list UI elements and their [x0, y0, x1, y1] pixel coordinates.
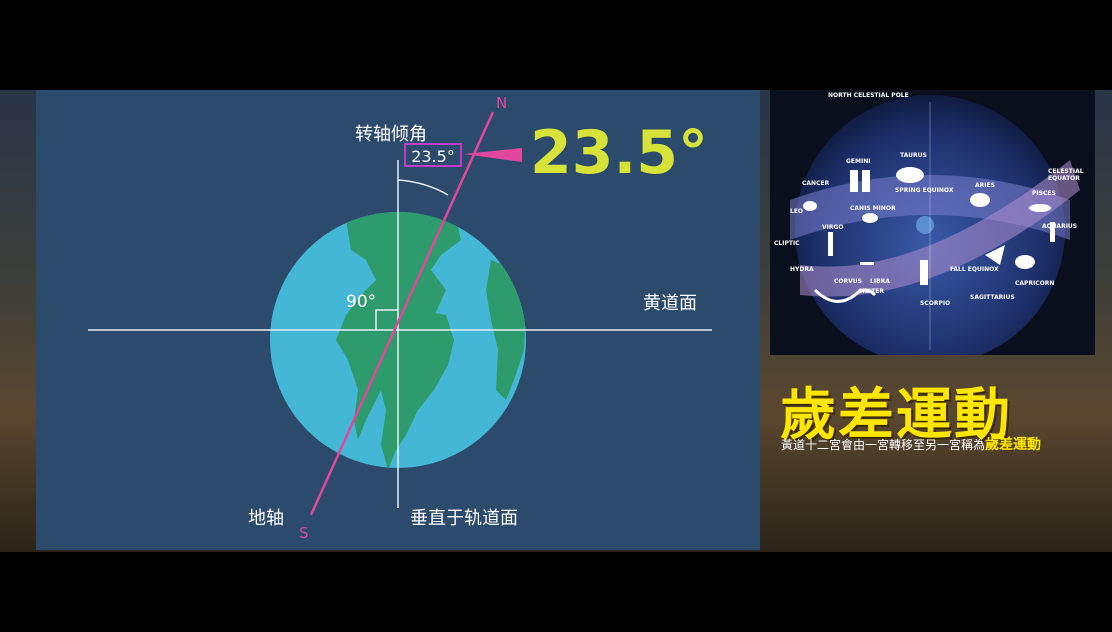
celestial-sphere-image: NORTH CELESTIAL POLE GEMINI TAURUS CANCE… [770, 90, 1095, 355]
earth-diagram-svg [88, 111, 712, 516]
precession-title: 歲差運動 [780, 383, 1012, 448]
subtitle-text: 黃道十二宮會由一宮轉移至另一宮稱為 [781, 438, 986, 452]
zodiac-label: CRATER [858, 288, 885, 295]
right-angle-marker [375, 309, 398, 330]
label-south: S [299, 524, 309, 542]
zodiac-label: LIBRA [870, 278, 890, 285]
label-earth-axis: 地轴 [248, 508, 284, 529]
zodiac-label: PISCES [1032, 190, 1056, 197]
earth-small-icon [916, 216, 934, 234]
zodiac-label: VIRGO [822, 224, 844, 231]
zodiac-label: SAGITTARIUS [970, 294, 1015, 301]
zodiac-label: CAPRICORN [1015, 280, 1055, 287]
zodiac-label: AQUARIUS [1042, 223, 1078, 230]
axial-tilt-diagram [36, 90, 760, 550]
big-angle-value: 23.5° [530, 118, 709, 188]
zodiac-label: CANIS MINOR [850, 205, 896, 212]
label-ecliptic-plane: 黄道面 [643, 293, 697, 314]
zodiac-label: FALL EQUINOX [950, 266, 999, 273]
zodiac-label: CANCER [802, 180, 830, 187]
label-perpendicular: 垂直于轨道面 [410, 508, 518, 529]
label-north: N [496, 94, 508, 112]
zodiac-label: GEMINI [846, 158, 871, 165]
zodiac-label: HYDRA [790, 266, 814, 273]
tilt-arc [397, 179, 449, 196]
subtitle-highlight: 歲差運動 [985, 437, 1042, 453]
celestial-sphere-svg [770, 90, 1095, 355]
zodiac-label: SPRING EQUINOX [895, 187, 954, 194]
earth-axis-line [309, 111, 495, 516]
pointer-wedge [464, 148, 522, 162]
zodiac-label: CORVUS [834, 278, 862, 285]
zodiac-label: LEO [790, 208, 804, 215]
angle-box: 23.5° [404, 143, 462, 167]
zodiac-label: CELESTIAL EQUATOR [1048, 168, 1084, 182]
label-tilt-angle: 转轴倾角 [355, 124, 427, 145]
zodiac-figures [803, 167, 1055, 303]
zodiac-label: CLIPTIC [774, 240, 800, 247]
zodiac-label: TAURUS [900, 152, 927, 159]
ecliptic-band [800, 160, 1080, 297]
zodiac-label: NORTH CELESTIAL POLE [828, 92, 909, 99]
zodiac-label: SCORPIO [920, 300, 951, 307]
label-90-degree: 90° [346, 292, 377, 312]
precession-subtitle: 黃道十二宮會由一宮轉移至另一宮稱為歲差運動 [781, 434, 1041, 454]
zodiac-label: ARIES [975, 182, 995, 189]
